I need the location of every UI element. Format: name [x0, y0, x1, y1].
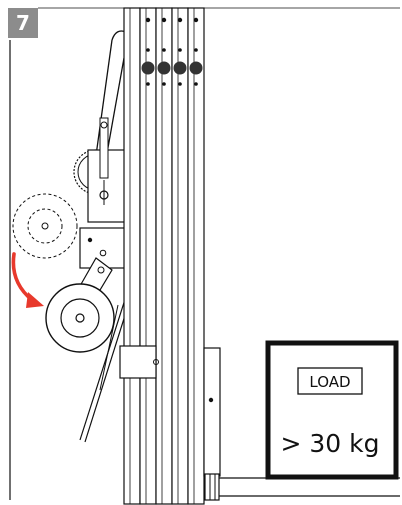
load-weight: > 30 kg: [281, 429, 380, 458]
load-label: LOAD: [309, 373, 350, 391]
fork-heel: [204, 473, 220, 501]
wheel-previous-position: [12, 193, 78, 259]
mast-column: [123, 7, 205, 505]
handle-pin: [100, 121, 108, 129]
strut-line: [79, 289, 129, 441]
mast-holes: [145, 17, 199, 86]
arm-pivot: [97, 266, 105, 274]
curved-arrow-icon: [11, 252, 44, 308]
winch-handle-rod: [99, 117, 109, 179]
bracket-bolt: [99, 249, 107, 257]
wheel-icon: [45, 283, 115, 353]
clamp-bolt: [153, 359, 159, 365]
strut-line: [99, 304, 119, 391]
locking-knob-icon: [141, 61, 203, 75]
belt-line: [93, 39, 113, 171]
winch-housing: [87, 149, 127, 223]
load-box: [265, 340, 399, 480]
fork-carriage: [203, 347, 221, 477]
fork-bolt: [208, 397, 214, 403]
bracket-bolt: [87, 237, 93, 243]
step-number-badge: 7: [8, 8, 38, 38]
carriage-clamp: [119, 345, 157, 379]
load-label-frame: [297, 367, 363, 395]
bracket-plate: [79, 227, 127, 269]
